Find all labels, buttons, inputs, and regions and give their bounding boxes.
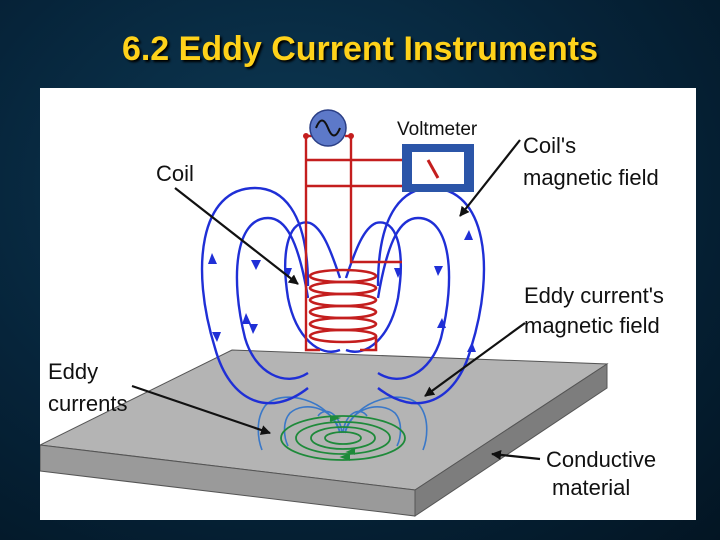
voltmeter-icon: [402, 144, 474, 192]
material-arrow: [491, 449, 541, 461]
eddy-field-label-line1: Eddy current's: [524, 283, 664, 308]
sine-wave-icon: [315, 119, 341, 137]
diagram-canvas: [40, 109, 609, 517]
coil-field-label-line1: Coil's: [523, 133, 577, 158]
coil-field-arrow: [459, 139, 521, 217]
coil-windings: [308, 268, 378, 352]
eddy-current-diagram: Voltmeter Coil Coil's magnetic field Edd…: [40, 88, 696, 520]
material-label-line2: material: [552, 475, 631, 500]
coil-field-label-line2: magnetic field: [523, 165, 659, 190]
slide-title: 6.2 Eddy Current Instruments: [121, 30, 599, 68]
coil-label: Coil: [156, 161, 194, 186]
eddy-currents-label-line2: currents: [48, 391, 128, 416]
eddy-currents-label-line1: Eddy: [48, 359, 99, 384]
coil-arrow: [174, 187, 299, 285]
eddy-current-loops: [280, 415, 406, 461]
material-label-line1: Conductive: [546, 447, 657, 472]
conductive-material-slab: [40, 349, 609, 517]
ac-source: [303, 109, 354, 147]
eddy-field-arrow: [424, 322, 526, 397]
voltmeter-label: Voltmeter: [397, 119, 478, 140]
eddy-field-label-line2: magnetic field: [524, 313, 660, 338]
field-direction-arrows: [208, 230, 476, 352]
callout-arrows: [131, 139, 541, 461]
eddy-currents-arrow: [131, 384, 271, 435]
